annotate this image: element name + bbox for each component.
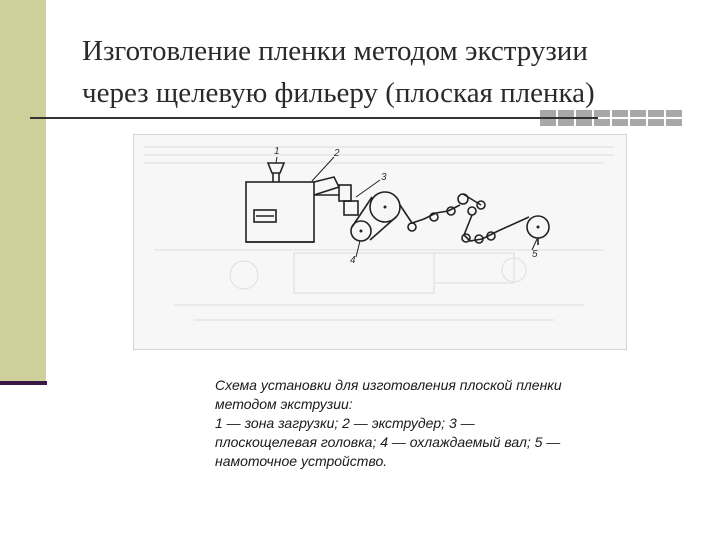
extrusion-diagram: 1 2 3 4 5: [144, 146, 614, 321]
title-line-1: Изготовление пленки методом экструзии: [82, 35, 588, 67]
hopper: [266, 162, 286, 174]
diagram-label-3: 3: [381, 172, 387, 183]
title-line-2: через щелевую фильеру (плоская пленка): [82, 77, 595, 109]
die-head: [343, 200, 359, 216]
diagram-label-5: 5: [532, 249, 538, 260]
chill-roll-small: [350, 220, 372, 242]
caption-line-4: плоскощелевая головка; 4 — охлаждаемый в…: [215, 434, 561, 450]
chill-roll-large: [369, 191, 401, 223]
title-divider: [30, 117, 598, 119]
left-accent-bar: [0, 0, 46, 382]
caption-line-5: намоточное устройство.: [215, 453, 388, 469]
left-accent-underline: [0, 381, 47, 385]
diagram-label-4: 4: [350, 255, 356, 266]
caption-line-2: методом экструзии:: [215, 396, 353, 412]
caption-line-1: Схема установки для изготовления плоской…: [215, 377, 562, 393]
slide-title: Изготовление пленки методом экструзии че…: [82, 30, 702, 114]
diagram-label-1: 1: [274, 146, 280, 157]
extruder-body: [245, 181, 315, 243]
extrusion-diagram-image: 1 2 3 4 5: [133, 134, 627, 350]
figure-caption: Схема установки для изготовления плоской…: [215, 376, 675, 471]
diagram-label-2: 2: [333, 148, 340, 159]
caption-line-3: 1 — зона загрузки; 2 — экструдер; 3 —: [215, 415, 475, 431]
